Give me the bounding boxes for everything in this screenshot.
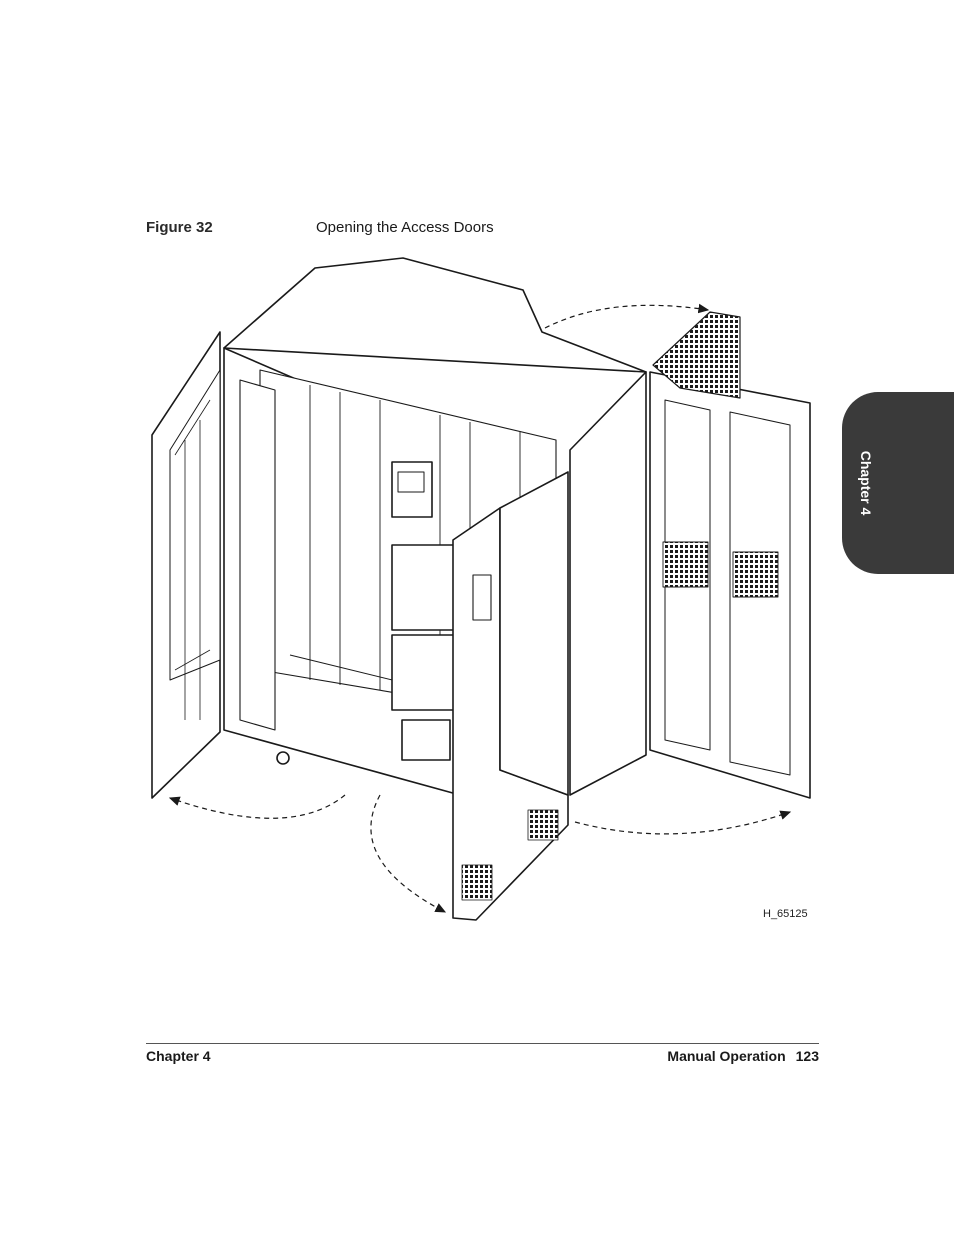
illustration-art-id: H_65125 <box>763 908 808 920</box>
arrow-left-door <box>168 794 346 819</box>
cabinet-right-panel <box>569 371 647 796</box>
figure-title: Opening the Access Doors <box>316 219 494 236</box>
page-number: 123 <box>795 1048 819 1064</box>
right-door-vent-2 <box>732 551 779 598</box>
arrow-front-door <box>370 794 447 913</box>
footer-rule <box>146 1043 819 1044</box>
figure-label: Figure 32 <box>146 219 213 236</box>
right-door-vent-1 <box>662 541 709 588</box>
front-door-window <box>472 574 492 621</box>
arrow-right-door <box>574 810 792 835</box>
cabinet-top <box>223 257 647 373</box>
chapter-side-tab: Chapter 4 <box>842 392 954 574</box>
chapter-side-tab-label: Chapter 4 <box>858 450 874 516</box>
library-cabinet-illustration <box>151 257 811 921</box>
card-cage <box>391 544 458 631</box>
rear-vent-block <box>652 311 741 399</box>
footer-section-page: Manual Operation 123 <box>667 1048 819 1064</box>
footer-section-title: Manual Operation <box>667 1048 786 1064</box>
arrow-rear <box>544 303 710 329</box>
footer-chapter: Chapter 4 <box>146 1048 211 1064</box>
